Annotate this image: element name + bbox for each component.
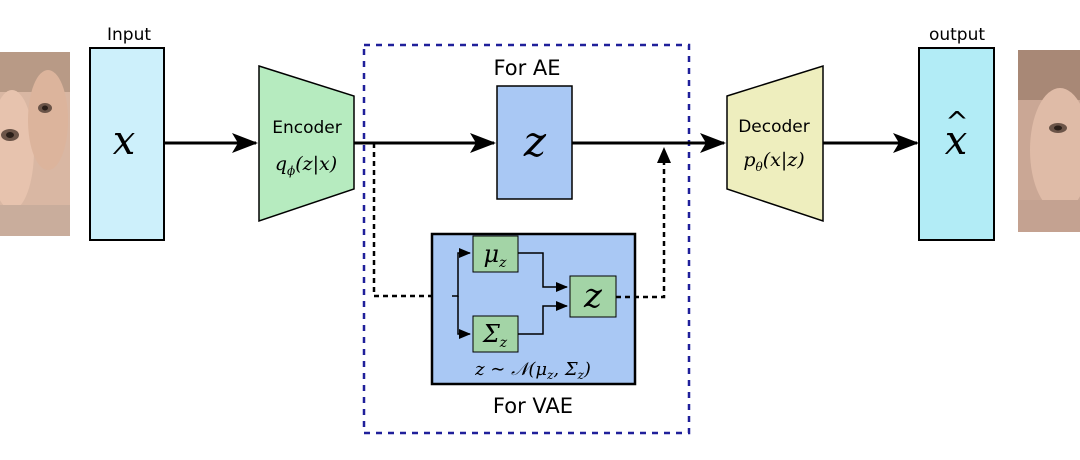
- arrow-encoder-to-vae: [372, 143, 453, 303]
- output-face-image: [1018, 50, 1080, 232]
- arrow-vae-to-decoder: [616, 147, 671, 299]
- input-face-image: [0, 52, 70, 236]
- output-xhat-symbol: x: [945, 118, 968, 164]
- encoder-formula: qϕ(z|x): [275, 153, 337, 178]
- dashed-frame: [362, 43, 691, 435]
- decoder-formula: pθ(x|z): [743, 149, 804, 174]
- mu-symbol: μz: [484, 240, 508, 271]
- for-ae-label: For AE: [493, 56, 560, 80]
- input-x-symbol: x: [113, 118, 136, 164]
- distribution-formula: z ∼ 𝒩(μz, Σz): [474, 359, 591, 382]
- vae-z-box: [569, 275, 617, 318]
- arrow-mu-to-z: [518, 252, 568, 292]
- output-box: [918, 47, 995, 241]
- decoder-label: Decoder: [738, 117, 810, 137]
- arrow-to-sigma: [457, 296, 471, 339]
- decoder-block: [726, 64, 824, 223]
- latent-z-symbol: z: [523, 117, 547, 166]
- output-label: output: [929, 25, 985, 45]
- latent-z-box: [496, 85, 573, 200]
- arrow-sigma-to-z: [518, 301, 568, 335]
- vae-z-symbol: z: [583, 276, 603, 316]
- encoder-block: [258, 64, 355, 223]
- encoder-label: Encoder: [272, 118, 342, 138]
- input-label: Input: [107, 25, 151, 45]
- sigma-symbol: Σz: [482, 320, 508, 351]
- arrow-to-mu: [452, 248, 471, 297]
- sigma-box: [472, 315, 519, 353]
- for-vae-label: For VAE: [493, 394, 573, 418]
- input-box: [89, 47, 165, 241]
- output-hat-accent: ^: [945, 105, 968, 138]
- mu-box: [472, 235, 519, 273]
